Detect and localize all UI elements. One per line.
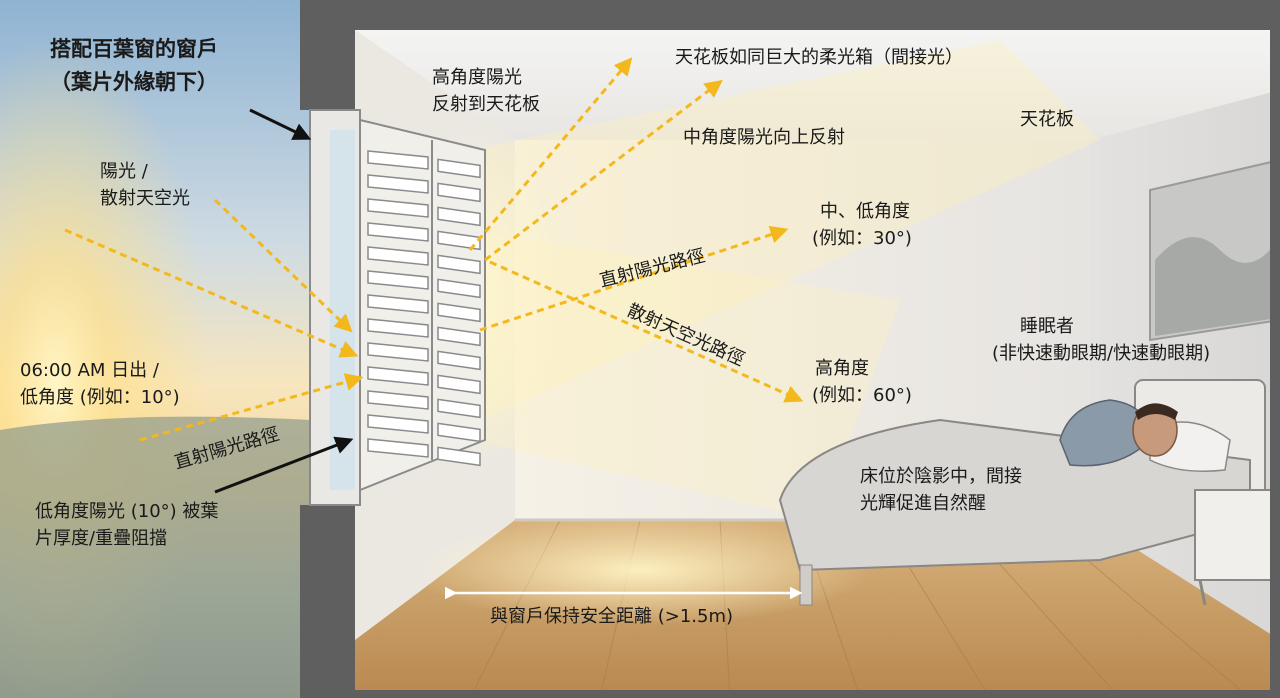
louver-slat — [437, 446, 481, 467]
bed-leg — [799, 564, 813, 606]
window-title-line1: 搭配百葉窗的窗戶 — [50, 37, 218, 61]
wall-section-ceiling — [355, 0, 1280, 30]
louver-slat — [437, 206, 481, 227]
sunlight-label-line1: 陽光 / — [100, 161, 148, 182]
high-reflect-label-line2: 反射到天花板 — [432, 94, 540, 115]
louver-slat — [367, 318, 429, 338]
wall-section-bottom — [300, 505, 355, 698]
mid-angle-reflect-ray — [484, 79, 723, 262]
louver-slat — [367, 414, 429, 434]
ceiling-label: 天花板 — [1020, 109, 1074, 130]
louver-slat — [437, 230, 481, 251]
high-reflect-label-line1: 高角度陽光 — [432, 67, 522, 88]
window-pointer-arrow — [249, 108, 312, 140]
sun-rays-outside — [64, 198, 364, 442]
mid-low-angle-label-line1: 中、低角度 — [820, 201, 910, 222]
diffuse-sky-ray — [489, 260, 804, 403]
louver-slat — [437, 182, 481, 203]
louver-slat — [437, 326, 481, 347]
louver-slat — [437, 350, 481, 371]
louver-slat — [367, 246, 429, 266]
louver-slat — [367, 342, 429, 362]
louver-slat — [437, 158, 481, 179]
blocked-label-line2: 片厚度/重疊阻擋 — [35, 528, 168, 549]
louver-slat — [367, 174, 429, 194]
direct-sun-ray-inside — [479, 225, 789, 332]
louver-slat — [437, 398, 481, 419]
louver-slat — [367, 366, 429, 386]
mid-reflect-label: 中角度陽光向上反射 — [683, 127, 845, 148]
window-title-line2: （葉片外緣朝下） — [50, 70, 218, 94]
bed-shadow-label-line1: 床位於陰影中，間接 — [860, 466, 1022, 487]
louver-slat — [367, 270, 429, 290]
wall-section-top — [300, 0, 355, 110]
wall-section-floor — [355, 690, 1280, 698]
louver-slat — [367, 222, 429, 242]
bed-shadow-label-line2: 光輝促進自然醒 — [860, 493, 986, 514]
sleeping-person — [1059, 399, 1178, 467]
mid-low-angle-label-line2: (例如：30°) — [812, 228, 912, 249]
scattered-skylight-ray — [213, 198, 353, 333]
direct-sun-ray-outside — [139, 373, 364, 442]
distance-label: 與窗戶保持安全距離 (>1.5m) — [490, 606, 734, 627]
louver-slat — [437, 422, 481, 443]
high-angle-reflect-ray — [468, 57, 633, 251]
morning-sun-ray — [64, 228, 359, 358]
bed-blanket — [778, 418, 1251, 572]
louver-slat — [367, 294, 429, 314]
sleeper-label-line1: 睡眠者 — [1020, 316, 1074, 337]
high-angle-label-line2: (例如：60°) — [812, 385, 912, 406]
sunrise-label-line1: 06:00 AM 日出 / — [20, 360, 159, 381]
blocked-pointer-arrow — [214, 436, 354, 494]
louver-slat — [367, 390, 429, 410]
sunrise-label-line2: 低角度 (例如：10°) — [20, 387, 180, 408]
louver-slat — [437, 302, 481, 323]
blocked-label-line1: 低角度陽光 (10°) 被葉 — [35, 501, 219, 522]
distant-hills — [0, 416, 310, 698]
ceiling-softbox-label: 天花板如同巨大的柔光箱（間接光） — [675, 47, 963, 68]
louver-slat — [367, 438, 429, 458]
sleeper-label-line2: (非快速動眼期/快速動眼期) — [992, 343, 1211, 364]
louver-slat — [437, 374, 481, 395]
louver-slat — [367, 198, 429, 218]
louver-slat — [367, 150, 429, 170]
louver-slat — [437, 254, 481, 275]
nightstand — [1194, 489, 1276, 581]
louver-slat — [437, 278, 481, 299]
sunlight-label-line2: 散射天空光 — [100, 188, 190, 209]
nightstand-leg — [1198, 579, 1207, 606]
wall-art-landscape — [1155, 237, 1278, 336]
wall-section-right — [1270, 0, 1280, 698]
high-angle-label-line1: 高角度 — [815, 358, 869, 379]
sun-rays-inside — [468, 57, 804, 403]
